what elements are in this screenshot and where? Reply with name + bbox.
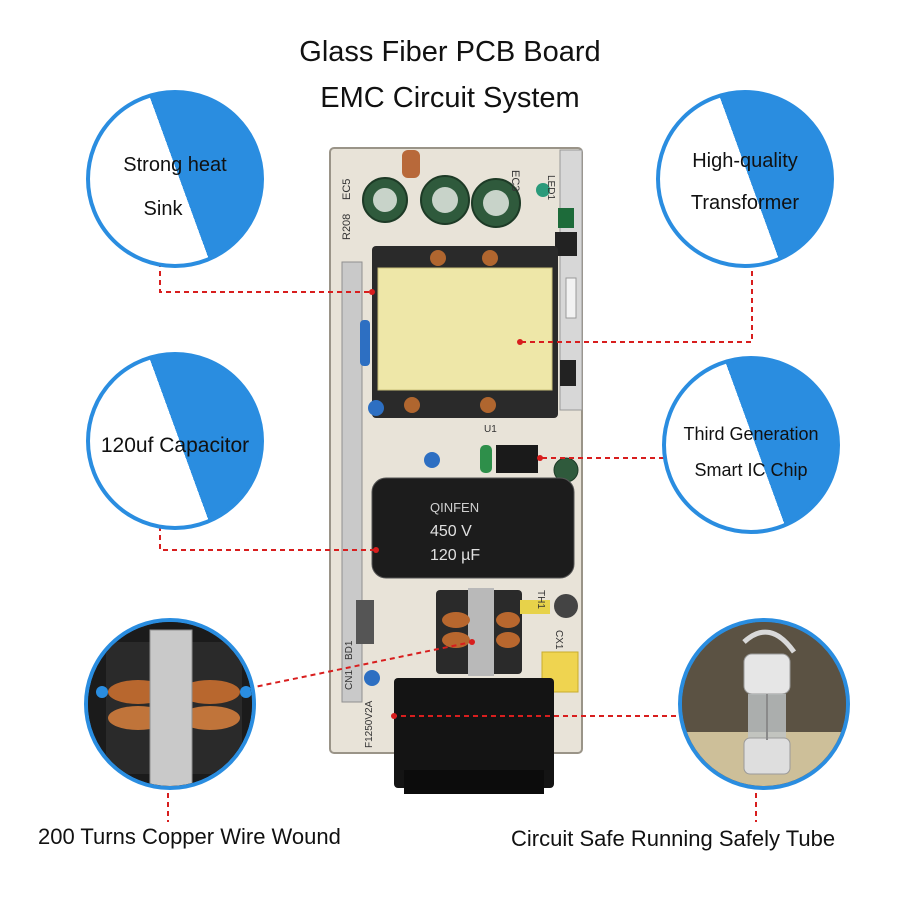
copper-coil-zoom-lens (84, 618, 256, 790)
capacitor-1-top (432, 187, 458, 213)
regulator (555, 232, 577, 256)
silk-cx1: CX1 (553, 630, 564, 650)
thermistor (554, 594, 578, 618)
optocoupler (560, 360, 576, 386)
leader-dot-heat-sink (369, 289, 375, 295)
silk-th1: TH1 (535, 590, 546, 609)
transformer-label-line-2: Transformer (690, 192, 800, 214)
silk-bd1: BD1 (344, 640, 355, 660)
ic-chip-label-line-1: Third Generation (683, 424, 819, 444)
headline-line-2: EMC Circuit System (320, 82, 580, 114)
choke-bracket (468, 588, 494, 676)
silk-ec3: EC3 (509, 170, 521, 191)
heat-sink-callout: Strong heat Sink (86, 90, 264, 268)
capacitor-ceramic-1 (368, 400, 384, 416)
capacitor-ec3-top (483, 190, 509, 216)
leader-copper-coil (239, 641, 473, 691)
ac-socket-lip (404, 770, 544, 794)
choke-winding-1 (442, 612, 470, 628)
cap-brand-text: QINFEN (430, 500, 479, 515)
copper-coil-caption: 200 Turns Copper Wire Wound (38, 824, 341, 849)
transformer-winding-4 (480, 397, 496, 413)
capacitor-ceramic-3 (364, 670, 380, 686)
transformer-winding-3 (404, 397, 420, 413)
bulk-capacitor-outline (371, 477, 575, 579)
inductor-small (402, 150, 420, 178)
transformer-callout: High-quality Transformer (656, 90, 834, 268)
transformer-tape (377, 267, 553, 391)
diode-green (480, 445, 492, 473)
capacitor-blue-y (360, 320, 370, 366)
choke-winding-3 (496, 612, 520, 628)
leader-heat-sink (159, 262, 372, 293)
leader-dot-capacitor (373, 547, 379, 553)
ic-chip (496, 445, 538, 473)
transformer-winding-1 (430, 250, 446, 266)
heat-sink-label-line-2: Sink (143, 198, 183, 220)
heat-sink-strip (341, 261, 363, 703)
bridge-rectifier (356, 600, 374, 644)
transformer-winding-2 (482, 250, 498, 266)
ac-socket (394, 678, 554, 788)
silk-r208: R208 (341, 214, 353, 240)
silk-u1: U1 (484, 424, 497, 435)
resistor-yellow (520, 600, 550, 614)
leader-transformer (520, 262, 753, 343)
silk-fuse: F1250V2A (364, 700, 375, 748)
ic-chip-label-line-2: Smart IC Chip (694, 460, 808, 480)
silk-ec5: EC5 (341, 179, 353, 200)
copper-coil-closeup (88, 622, 252, 786)
heat-sink-label-line-1: Strong heat (123, 154, 227, 176)
capacitor-ceramic-2 (424, 452, 440, 468)
choke-winding-4 (496, 632, 520, 648)
cap-voltage-text: 450 V (430, 523, 472, 540)
leader-dot-fuse (391, 713, 397, 719)
transformer-label-line-1: High-quality (692, 150, 798, 172)
led-1 (536, 183, 550, 197)
resistor-green (558, 208, 574, 228)
fuse-tube-closeup (682, 622, 846, 786)
fuse-tube-caption: Circuit Safe Running Safely Tube (511, 826, 836, 851)
capacitor-ec5-top (373, 188, 397, 212)
bulk-capacitor (372, 478, 574, 578)
silk-cn1: CN1 (344, 670, 355, 690)
fuse-tube-zoom-lens (678, 618, 850, 790)
leader-lines (159, 262, 757, 822)
cap-capacitance-text: 120 µF (430, 547, 480, 564)
capacitor-label: 120uf Capacitor (100, 434, 250, 457)
connector-pins (565, 277, 577, 319)
capacitor-callout: 120uf Capacitor (86, 352, 264, 530)
silk-led1: LED1 (545, 175, 556, 200)
leader-dot-transformer (517, 339, 523, 345)
leader-dot-ic (537, 455, 543, 461)
leader-dot-coil (469, 639, 475, 645)
ic-chip-callout: Third Generation Smart IC Chip (662, 356, 840, 534)
headline-line-1: Glass Fiber PCB Board (299, 36, 601, 68)
